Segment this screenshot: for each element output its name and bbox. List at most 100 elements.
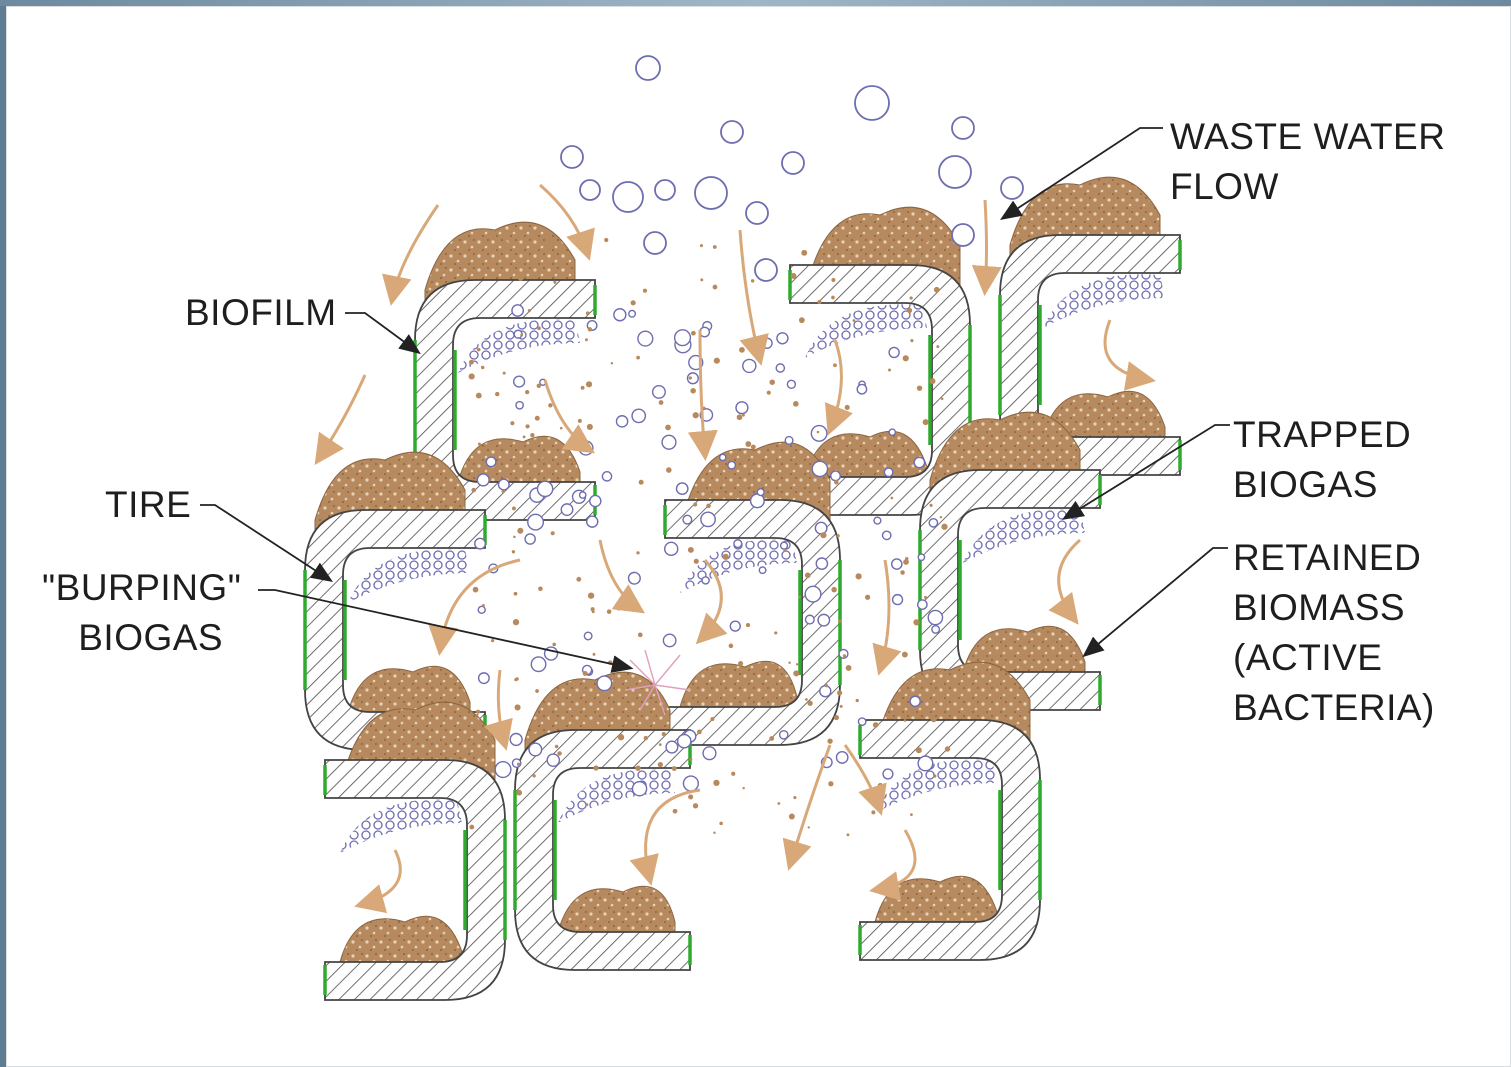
biomass-particle	[515, 677, 519, 681]
biomass-particle	[786, 677, 789, 680]
biomass-particle	[503, 372, 506, 375]
biomass-particle	[476, 710, 480, 714]
biomass-particle	[917, 385, 922, 390]
biogas-bubble	[785, 437, 793, 445]
flow-arrow	[1105, 320, 1150, 380]
trapped-biogas	[558, 769, 675, 823]
biogas-bubble	[893, 595, 903, 605]
biogas-bubble	[663, 634, 675, 646]
biomass-particle	[719, 822, 723, 826]
biomass-particle	[790, 452, 795, 457]
biomass-particle	[847, 833, 850, 836]
flow-arrow	[1059, 540, 1080, 620]
biogas-bubble	[478, 606, 485, 613]
biogas-bubble	[602, 472, 611, 481]
biogas-bubble	[928, 610, 942, 624]
biogas-bubble	[721, 121, 743, 143]
biogas-bubble	[918, 756, 933, 771]
biomass-particle	[611, 362, 613, 364]
biomass-particle	[476, 393, 482, 399]
biogas-bubble	[537, 481, 552, 496]
biomass-particle	[910, 813, 913, 816]
biomass-particle	[891, 497, 894, 500]
biogas-bubble	[597, 676, 612, 691]
label-burping-biogas: "BURPING" BIOGAS	[42, 563, 241, 663]
biogas-bubble	[675, 330, 691, 346]
biogas-bubble	[884, 468, 892, 476]
biomass-particle	[910, 339, 913, 342]
biomass-particle	[877, 257, 880, 260]
biomass-particle	[530, 433, 534, 437]
biomass-particle	[502, 490, 505, 493]
biomass-particle	[552, 643, 556, 647]
biomass-particle	[846, 665, 852, 671]
biogas-bubble	[816, 558, 827, 569]
biomass-particle	[948, 247, 950, 249]
biomass-particle	[737, 414, 743, 420]
biomass-particle	[604, 238, 608, 242]
biomass-particle	[751, 279, 754, 282]
biogas-bubble	[820, 686, 831, 697]
biomass-particle	[697, 673, 700, 676]
biogas-bubble	[831, 471, 841, 481]
biogas-bubble	[636, 56, 660, 80]
biomass-particle	[729, 644, 734, 649]
biomass-particle	[930, 504, 933, 507]
biomass-particle	[593, 653, 596, 656]
biomass-particle	[751, 445, 756, 450]
biomass-particle	[551, 531, 555, 535]
biomass-particle	[538, 586, 543, 591]
biomass-particle	[805, 698, 808, 701]
biomass-particle	[643, 289, 647, 293]
biogas-bubble	[780, 731, 788, 739]
biogas-bubble	[665, 542, 678, 555]
biomass-particle	[835, 449, 839, 453]
biogas-bubble	[781, 542, 788, 549]
biomass-particle	[525, 390, 529, 394]
biogas-bubble	[644, 232, 666, 254]
biomass-particle	[512, 506, 516, 510]
biomass-particle	[583, 671, 588, 676]
biogas-bubble	[561, 504, 573, 516]
biomass-particle	[923, 419, 929, 425]
biomass-particle	[587, 424, 593, 430]
biomass-particle	[535, 689, 539, 693]
flow-arrow	[360, 850, 400, 905]
biomass-particle	[560, 427, 563, 430]
biomass-particle	[636, 551, 639, 554]
biomass-particle	[638, 633, 643, 638]
biomass-particle	[900, 570, 904, 574]
biogas-bubble	[855, 86, 889, 120]
biogas-bubble	[777, 333, 788, 344]
retained-biomass	[680, 661, 797, 707]
biogas-bubble	[910, 696, 920, 706]
biogas-bubble	[892, 559, 902, 569]
biomass-particle	[518, 275, 524, 281]
biomass-particle	[855, 573, 861, 579]
biomass-particle	[659, 743, 662, 746]
biomass-particle	[941, 397, 944, 400]
biomass-particle	[853, 319, 856, 322]
biogas-bubble	[728, 461, 736, 469]
trapped-biogas	[340, 799, 462, 853]
biogas-bubble	[918, 600, 927, 609]
biomass-particle	[945, 746, 950, 751]
biomass-particle	[914, 257, 920, 263]
biogas-bubble	[918, 554, 924, 560]
biomass-particle	[933, 774, 936, 777]
biogas-bubble	[755, 259, 777, 281]
biomass-particle	[834, 715, 839, 720]
label-line: TIRE	[105, 480, 191, 530]
biomass-particle	[710, 717, 714, 721]
flow-arrow	[880, 560, 889, 670]
biomass-particle	[672, 766, 677, 771]
biogas-bubble	[475, 538, 486, 549]
biogas-bubble	[498, 479, 509, 490]
biomass-particle	[746, 623, 750, 627]
biomass-particle	[916, 747, 922, 753]
biomass-particle	[700, 244, 703, 247]
biomass-particle	[714, 358, 720, 364]
label-line: RETAINED	[1233, 533, 1435, 583]
biomass-particle	[838, 620, 841, 623]
biomass-particle	[523, 435, 526, 438]
